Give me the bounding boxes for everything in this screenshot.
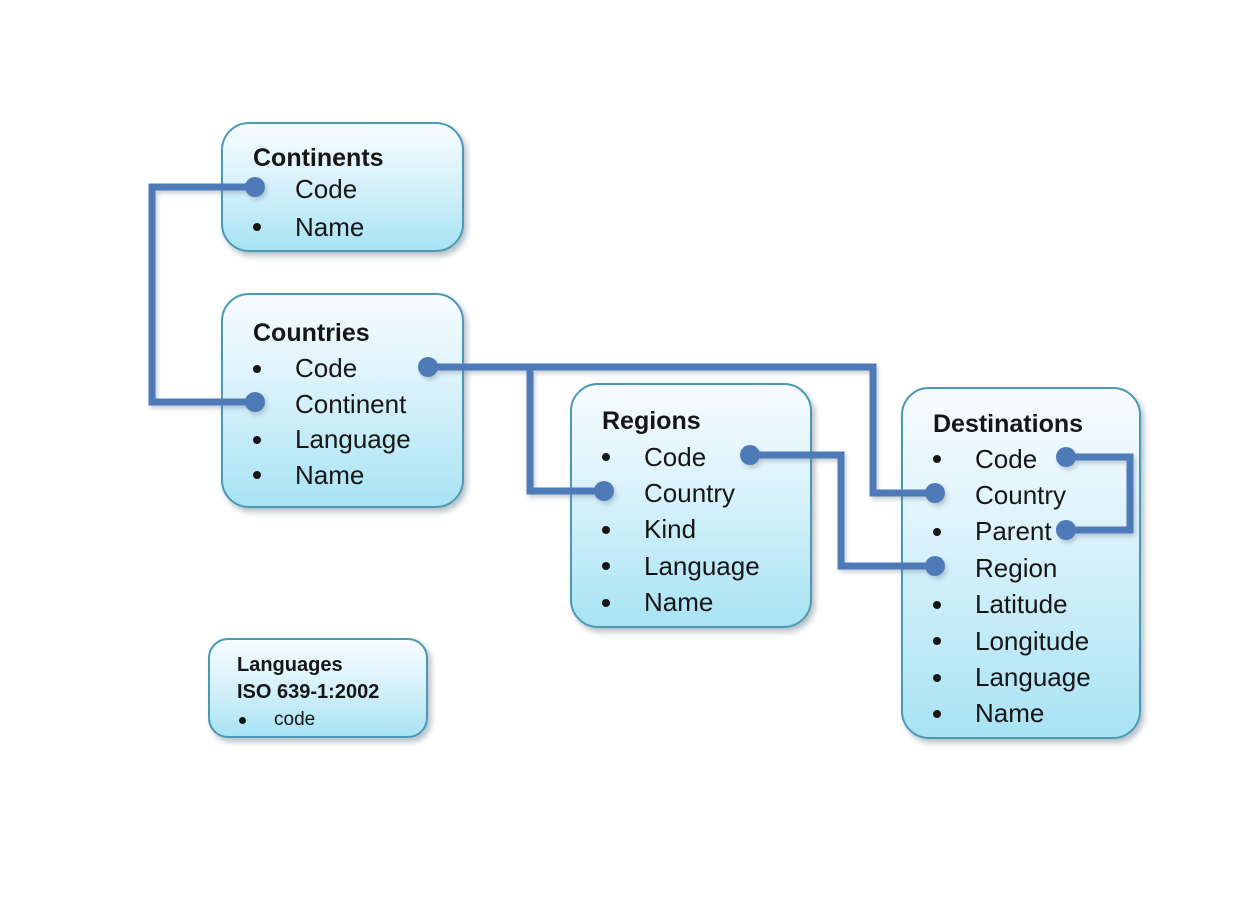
bullet-icon: [596, 562, 616, 571]
field-label: Code: [295, 353, 358, 384]
bullet-icon: [596, 490, 616, 498]
field-regions-name: Name: [572, 585, 810, 621]
field-label: Country: [975, 480, 1067, 511]
bullet-icon: [247, 364, 267, 373]
field-label: code: [274, 709, 316, 730]
entity-continents: Continents Code Name: [221, 122, 464, 252]
bullet-icon: [927, 527, 947, 536]
entity-regions: Regions Code Country Kind Language Name: [570, 383, 812, 628]
field-destinations-country: Country: [903, 477, 1139, 513]
entity-continents-title: Continents: [253, 144, 384, 172]
field-languages-code: code: [210, 706, 426, 734]
field-label: Country: [644, 478, 736, 509]
field-regions-country: Country: [572, 475, 810, 511]
entity-countries: Countries Code Continent Language Name: [221, 293, 464, 508]
field-countries-code: Code: [223, 351, 462, 387]
field-label: Name: [295, 211, 365, 242]
field-countries-language: Language: [223, 422, 462, 458]
field-continents-name: Name: [223, 208, 462, 246]
bullet-icon: [234, 716, 250, 724]
field-destinations-name: Name: [903, 696, 1139, 732]
bullet-icon: [596, 525, 616, 534]
field-destinations-latitude: Latitude: [903, 587, 1139, 623]
bullet-icon: [927, 600, 947, 609]
field-label: Name: [975, 698, 1045, 729]
bullet-icon: [247, 223, 267, 231]
bullet-icon: [927, 492, 947, 500]
bullet-icon: [596, 598, 616, 607]
entity-countries-title: Countries: [253, 319, 370, 347]
entity-languages-subtitle: ISO 639-1:2002: [237, 681, 380, 703]
bullet-icon: [927, 673, 947, 682]
entity-languages-title: Languages ISO 639-1:2002: [237, 652, 379, 706]
field-destinations-parent: Parent: [903, 514, 1139, 550]
field-label: Longitude: [975, 625, 1090, 656]
field-destinations-longitude: Longitude: [903, 623, 1139, 659]
field-destinations-region: Region: [903, 550, 1139, 586]
field-destinations-code: Code: [903, 441, 1139, 477]
field-label: Latitude: [975, 589, 1068, 620]
field-continents-code: Code: [223, 170, 462, 208]
field-destinations-language: Language: [903, 659, 1139, 695]
field-label: Language: [644, 550, 760, 581]
field-label: Code: [644, 441, 707, 472]
bullet-icon: [927, 709, 947, 718]
bullet-icon: [247, 185, 267, 193]
bullet-icon: [596, 453, 616, 462]
entity-continents-fields: Code Name: [223, 170, 462, 246]
entity-destinations-title: Destinations: [933, 410, 1084, 438]
bullet-icon: [247, 400, 267, 408]
field-countries-continent: Continent: [223, 387, 462, 423]
field-label: Code: [975, 443, 1038, 474]
entity-regions-title: Regions: [602, 407, 701, 435]
field-label: Code: [295, 173, 358, 204]
field-label: Kind: [644, 514, 697, 545]
bullet-icon: [927, 455, 947, 464]
entity-countries-fields: Code Continent Language Name: [223, 351, 462, 493]
bullet-icon: [927, 564, 947, 572]
entity-regions-fields: Code Country Kind Language Name: [572, 439, 810, 621]
field-label: Language: [975, 662, 1091, 693]
field-label: Region: [975, 552, 1058, 583]
bullet-icon: [247, 435, 267, 444]
entity-languages-title-text: Languages: [237, 654, 343, 676]
entity-destinations: Destinations Code Country Parent Region …: [901, 387, 1141, 739]
field-regions-kind: Kind: [572, 512, 810, 548]
field-countries-name: Name: [223, 458, 462, 494]
field-label: Language: [295, 424, 411, 455]
entity-languages-fields: code: [210, 706, 426, 734]
field-label: Name: [295, 459, 365, 490]
field-label: Continent: [295, 388, 407, 419]
field-label: Parent: [975, 516, 1052, 547]
field-label: Name: [644, 587, 714, 618]
bullet-icon: [927, 637, 947, 646]
entity-destinations-fields: Code Country Parent Region Latitude Long…: [903, 441, 1139, 732]
field-regions-code: Code: [572, 439, 810, 475]
bullet-icon: [247, 471, 267, 480]
entity-languages: Languages ISO 639-1:2002 code: [208, 638, 428, 738]
field-regions-language: Language: [572, 548, 810, 584]
